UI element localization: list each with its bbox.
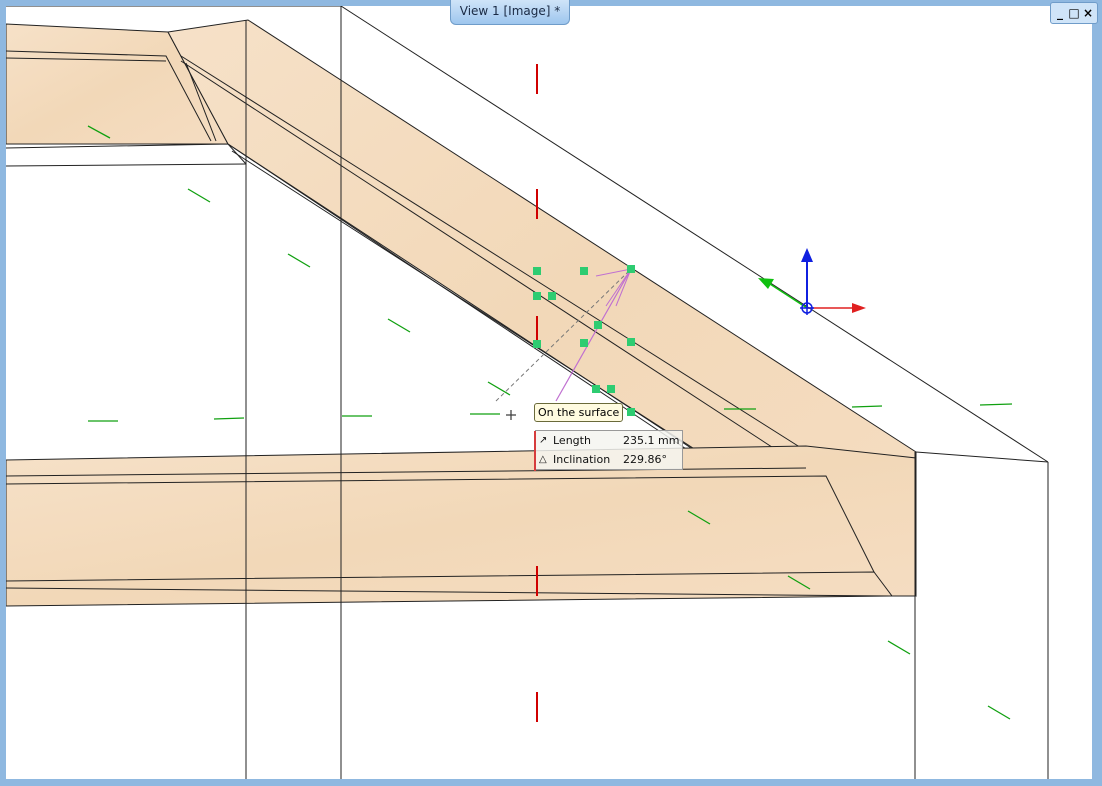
crosshair-cursor-icon — [506, 410, 516, 420]
move-gizmo-icon[interactable] — [758, 248, 866, 315]
green-guide-marks — [87, 125, 1013, 720]
measurement-info-panel: ↗ Length 235.1 mm △ Inclination 229.86° — [534, 430, 683, 471]
selection-handles[interactable] — [533, 265, 635, 416]
restore-button[interactable]: □ — [1068, 6, 1080, 20]
measure-line — [555, 268, 632, 402]
dashed-guide-line — [495, 268, 632, 402]
snap-tooltip: On the surface — [534, 403, 624, 422]
inclination-row: △ Inclination 229.86° — [536, 450, 682, 469]
length-icon: ↗ — [539, 435, 548, 446]
inclination-value: 229.86° — [623, 453, 667, 466]
view-tab[interactable]: View 1 [Image] * — [450, 0, 570, 25]
inclination-icon: △ — [539, 454, 547, 465]
length-row: ↗ Length 235.1 mm — [536, 431, 682, 450]
inclination-label: Inclination — [553, 453, 611, 466]
length-label: Length — [553, 434, 591, 447]
lower-beam[interactable] — [6, 445, 917, 607]
minimize-button[interactable]: _ — [1057, 6, 1063, 20]
length-value: 235.1 mm — [623, 434, 680, 447]
window-controls: _ □ × — [1050, 2, 1098, 24]
info-panel-marker — [534, 431, 536, 471]
top-beam-edge — [6, 50, 212, 142]
3d-viewport[interactable]: On the surface ↗ Length 235.1 mm △ Incli… — [6, 6, 1092, 779]
scene-canvas[interactable] — [6, 6, 1092, 779]
close-button[interactable]: × — [1082, 6, 1094, 20]
